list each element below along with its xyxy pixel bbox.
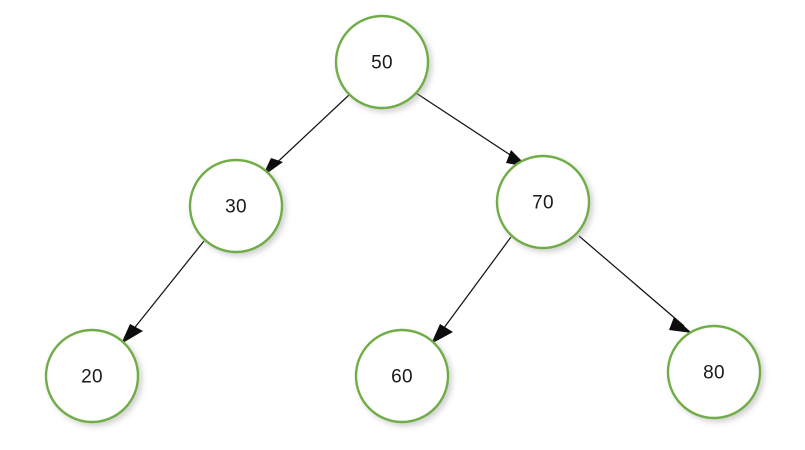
arrowhead-icon (121, 324, 143, 344)
node-circle (354, 328, 450, 424)
tree-node-70[interactable]: 70 (495, 154, 591, 250)
edge-line (578, 235, 685, 327)
node-label: 50 (371, 53, 393, 74)
edge-70-to-80 (578, 235, 692, 333)
edge-50-to-70 (415, 92, 528, 167)
edge-line (268, 94, 350, 171)
node-circle (666, 324, 762, 420)
arrowhead-icon (431, 324, 453, 344)
edge-line (127, 240, 205, 337)
node-label: 20 (81, 367, 103, 388)
node-circle (334, 14, 430, 110)
node-circle (188, 158, 284, 254)
tree-node-30[interactable]: 30 (188, 158, 284, 254)
edge-30-to-20 (121, 240, 205, 344)
node-group: 50 30 70 20 60 80 (44, 14, 762, 424)
node-circle (495, 154, 591, 250)
node-label: 70 (532, 193, 554, 214)
tree-node-50[interactable]: 50 (334, 14, 430, 110)
tree-node-60[interactable]: 60 (354, 328, 450, 424)
edge-50-to-30 (262, 94, 350, 177)
node-label: 80 (703, 363, 725, 384)
node-circle (44, 328, 140, 424)
node-label: 30 (225, 197, 247, 218)
node-label: 60 (391, 367, 413, 388)
edge-70-to-60 (431, 236, 512, 344)
edge-line (415, 92, 522, 163)
edge-line (437, 236, 512, 337)
edge-group (121, 92, 692, 344)
arrowhead-icon (669, 317, 692, 333)
tree-node-80[interactable]: 80 (666, 324, 762, 420)
tree-node-20[interactable]: 20 (44, 328, 140, 424)
